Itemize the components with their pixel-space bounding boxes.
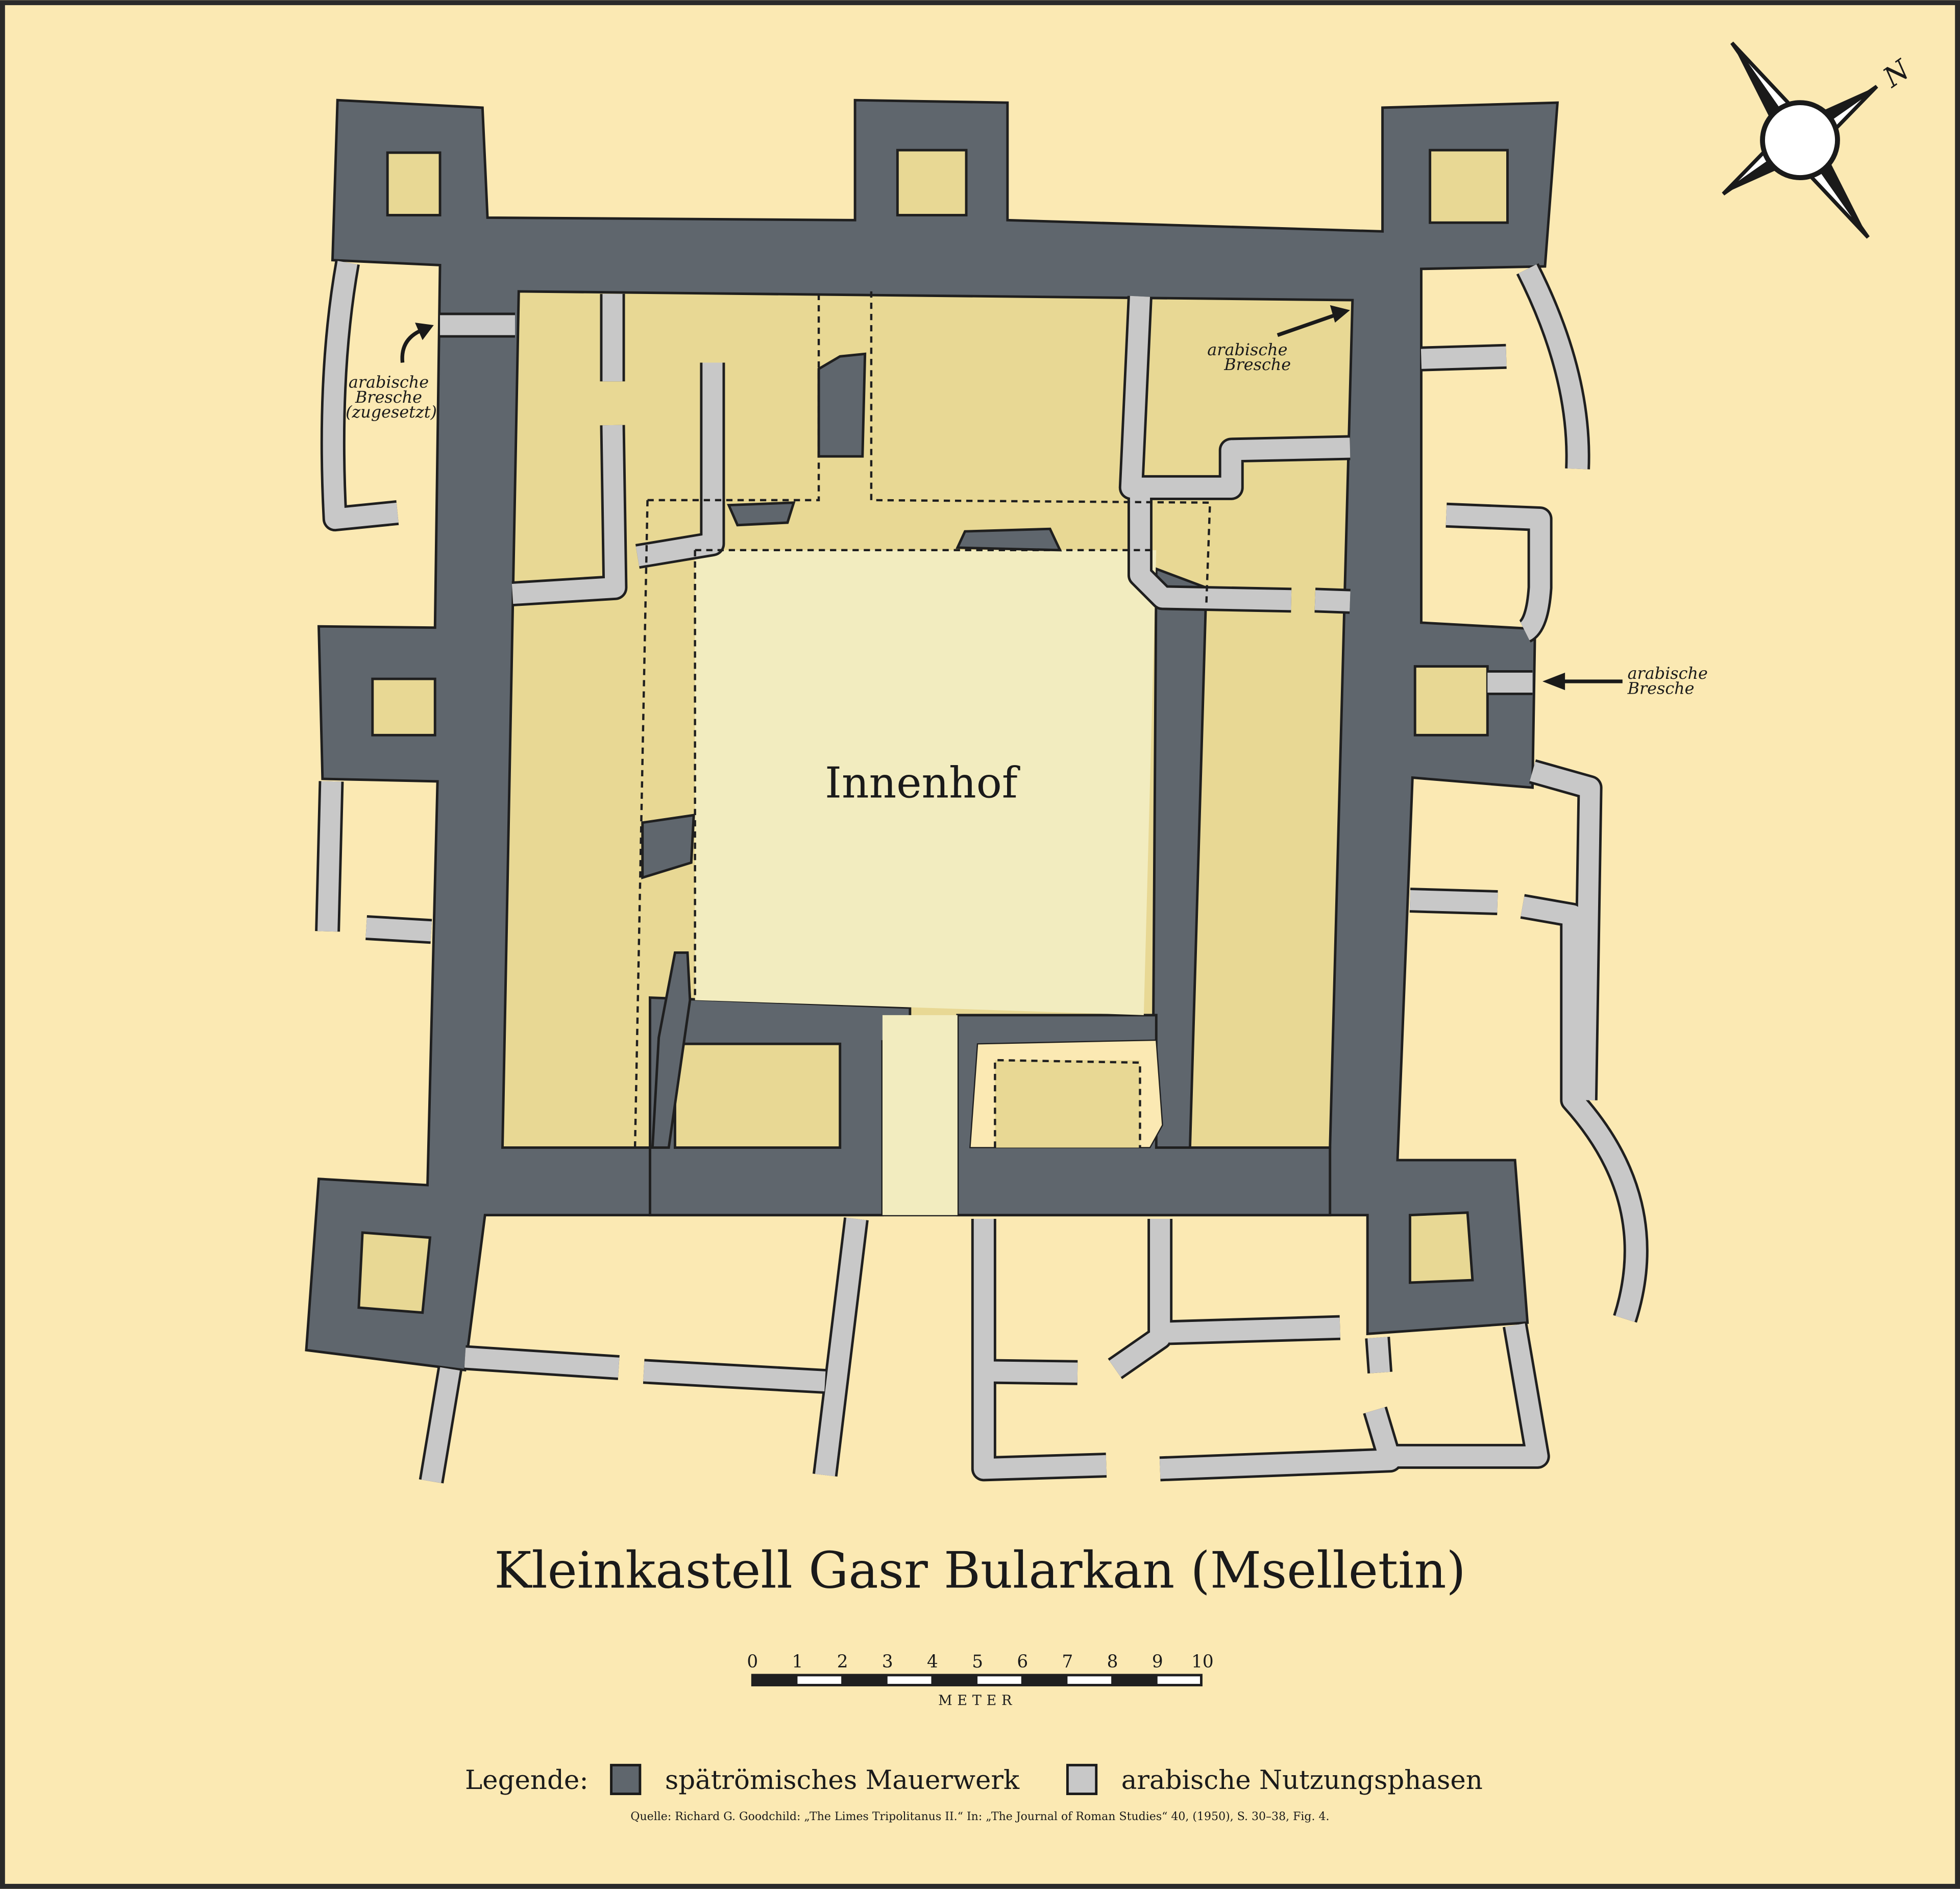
scale-unit: METER [938,1693,1017,1709]
breach-label-north: arabische Bresche [1207,340,1292,374]
roman-remnant [817,352,867,458]
room-south-west [674,1042,842,1149]
breach-label-east: arabische Bresche [1627,664,1713,698]
tower-room-e [1413,665,1489,737]
svg-text:3: 3 [882,1652,893,1672]
arrowhead-icon [415,323,434,340]
dashed-outline [633,291,1211,1148]
tower-room-sw [357,1231,432,1314]
svg-text:7: 7 [1062,1652,1073,1672]
legend-label-arabic: arabische Nutzungsphasen [1121,1765,1483,1796]
svg-text:1: 1 [792,1652,803,1672]
svg-text:5: 5 [972,1652,983,1672]
gate-passage [882,1015,958,1215]
tower-room-se [1409,1211,1474,1284]
legend-swatch-roman [610,1763,642,1796]
svg-text:2: 2 [837,1652,848,1672]
courtyard-label: Innenhof [825,758,1020,808]
svg-text:8: 8 [1107,1652,1118,1672]
courtyard [695,550,1157,1015]
scale-ticks: 0 1 2 3 4 5 6 7 8 9 10 [747,1652,1213,1672]
svg-text:9: 9 [1152,1652,1163,1672]
breach-label-west: arabische Bresche (zugesetzt) [346,372,437,422]
scale-bar [751,1674,1203,1686]
compass-rose-icon [1722,41,1878,239]
svg-text:6: 6 [1017,1652,1028,1672]
roman-remnant [651,951,692,1149]
legend-label-roman: spätrömisches Mauerwerk [665,1765,1020,1796]
svg-text:10: 10 [1191,1652,1214,1672]
legend-heading: Legende: [465,1765,589,1796]
arrowhead-icon [1542,672,1565,691]
svg-text:4: 4 [927,1652,938,1672]
roman-remnant [955,527,1062,552]
map-title: Kleinkastell Gasr Bularkan (Mselletin) [494,1542,1466,1600]
roman-remnant [641,814,695,879]
tower-room-nw [386,151,442,216]
tower-room-w [371,677,436,737]
roman-remnant [727,501,796,527]
breach-arrow-north [1277,313,1336,337]
tower-room-ne [1429,149,1509,224]
svg-text:0: 0 [747,1652,758,1672]
tower-room-n [896,149,968,216]
arrowhead-icon [1330,305,1350,323]
legend-swatch-arabic [1066,1763,1098,1796]
source-citation: Quelle: Richard G. Goodchild: „The Limes… [630,1810,1329,1823]
room-south-east-inner [995,1060,1140,1148]
